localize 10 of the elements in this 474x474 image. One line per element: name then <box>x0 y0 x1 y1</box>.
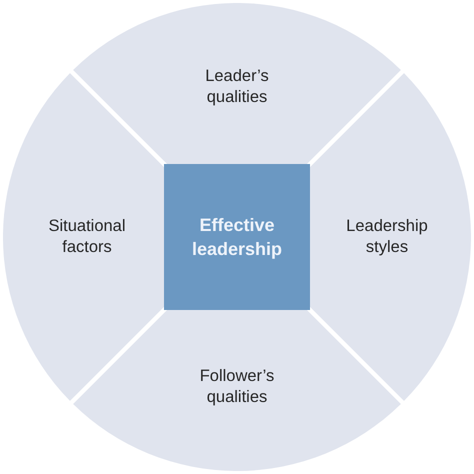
circle-segment <box>73 310 401 471</box>
segment-label: Leadership styles <box>345 216 429 258</box>
segment-label: Leader’s qualities <box>204 66 270 108</box>
segment-label: Situational factors <box>47 216 127 258</box>
center-label: Effective leadership <box>190 214 284 261</box>
circle-segment <box>73 3 401 164</box>
circle-segment <box>310 73 471 401</box>
circle-segment <box>3 73 164 401</box>
center-box <box>164 164 310 310</box>
segment-label: Follower’s qualities <box>198 366 276 408</box>
